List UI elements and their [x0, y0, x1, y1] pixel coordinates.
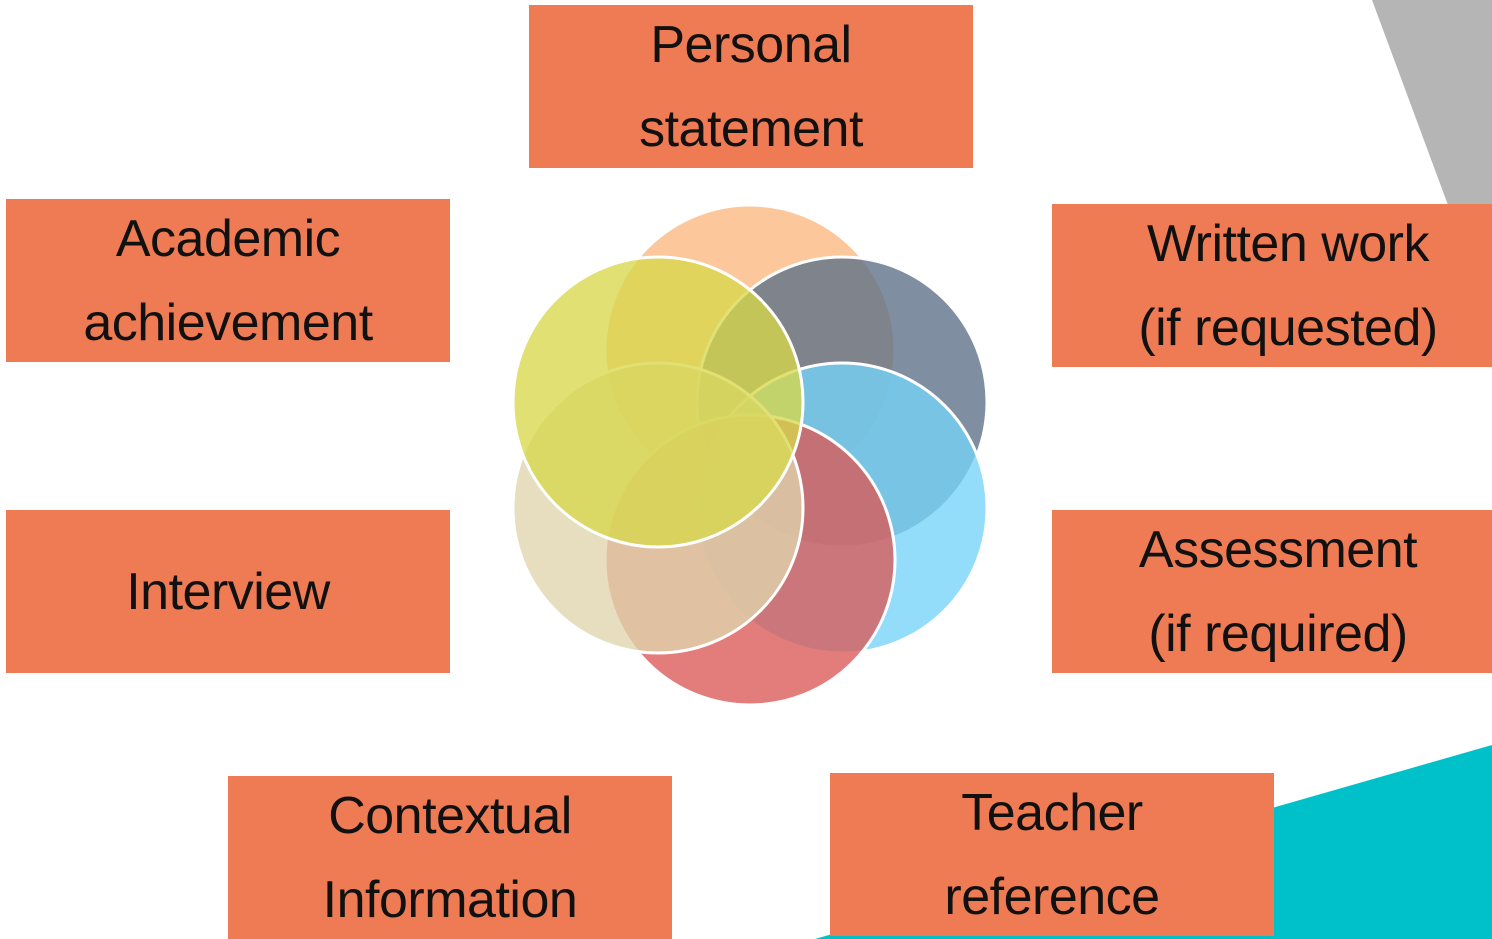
- venn-circle-yellow: [511, 255, 805, 549]
- assessment-box: Assessment (if required): [1052, 510, 1492, 673]
- written-work-box: Written work (if requested): [1052, 204, 1492, 367]
- contextual-information-box: Contextual Information: [228, 776, 672, 939]
- teacher-reference-box: Teacher reference: [830, 773, 1274, 936]
- personal-statement-box: Personal statement: [529, 5, 973, 168]
- interview-box: Interview: [6, 510, 450, 673]
- gray-accent-shape: [1372, 0, 1492, 205]
- academic-achievement-box: Academic achievement: [6, 199, 450, 362]
